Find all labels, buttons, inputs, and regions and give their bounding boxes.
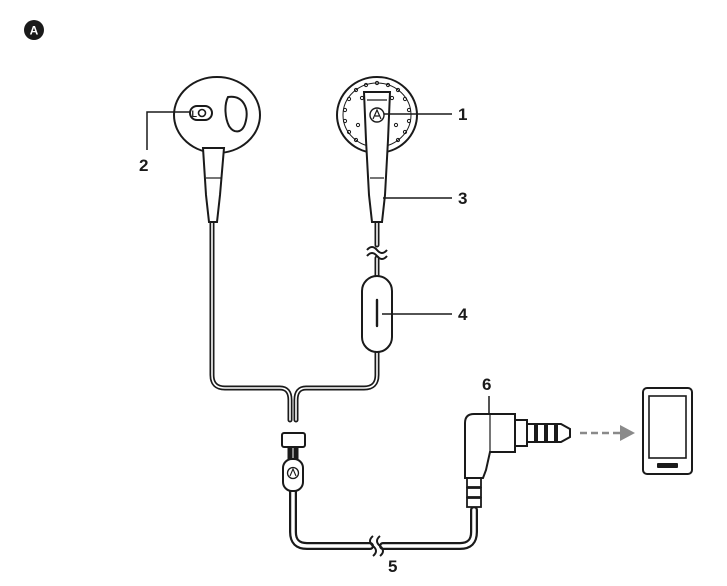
plug-3.5mm xyxy=(464,413,571,508)
cable-slider xyxy=(281,432,306,492)
earpiece-left: L xyxy=(173,76,261,223)
cable xyxy=(209,215,478,550)
cable-break-upper xyxy=(366,246,388,260)
cable-break-lower xyxy=(369,535,384,557)
dashed-arrow-icon xyxy=(580,425,635,441)
brand-logo-icon xyxy=(286,466,300,480)
smartphone-icon xyxy=(642,387,693,475)
callout-4: 4 xyxy=(458,305,468,324)
leader-lines xyxy=(146,111,490,414)
callout-1: 1 xyxy=(458,105,467,124)
earpiece-right xyxy=(336,76,418,223)
callout-6: 6 xyxy=(482,375,491,394)
svg-text:L: L xyxy=(192,109,198,119)
figure-badge-label: A xyxy=(30,24,39,38)
callout-2: 2 xyxy=(139,156,148,175)
figure-badge: A xyxy=(24,20,44,40)
callout-5: 5 xyxy=(388,557,397,576)
callout-3: 3 xyxy=(458,189,467,208)
leader-2 xyxy=(146,111,190,150)
